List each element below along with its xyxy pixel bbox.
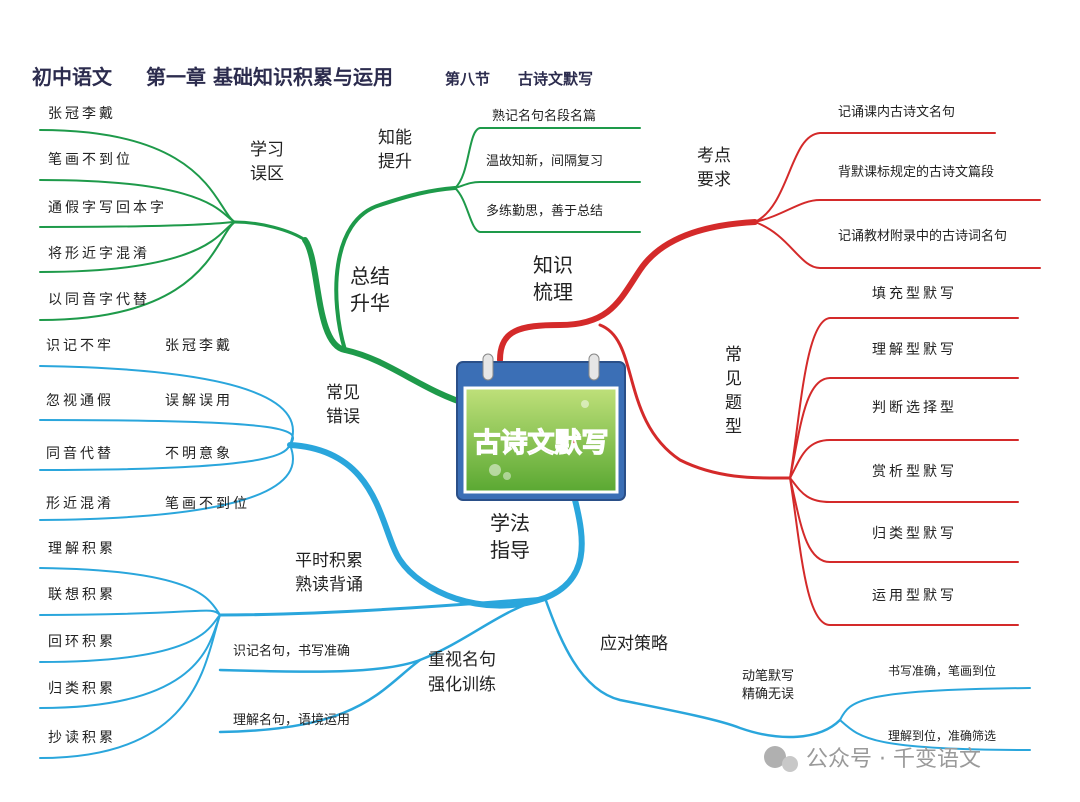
blue-trunk: [287, 442, 585, 609]
accumulate-item: 归类积累: [48, 680, 116, 697]
red-sub1-label-l2: 要求: [697, 170, 731, 190]
red-sub2-item: 理解型默写: [872, 342, 957, 358]
blue-branch-label-l1: 学法: [490, 511, 530, 535]
accumulate-item: 联想积累: [48, 587, 116, 603]
green-branch: [39, 127, 641, 408]
green-sub2-label-l1: 知能: [378, 128, 412, 148]
header-section: 第八节: [445, 70, 490, 88]
training-label-l1: 重视名句: [428, 650, 496, 670]
errors-item-b: 张冠李戴: [165, 338, 233, 354]
red-sub2-item: 填充型默写: [872, 286, 957, 302]
header-chapter: 第一章 基础知识积累与运用: [146, 65, 393, 89]
training-item: 理解名句，语境运用: [233, 712, 350, 728]
green-sub2-label-l2: 提升: [378, 152, 412, 172]
center-title: 古诗文默写: [474, 427, 609, 459]
central-topic-calendar: 古诗文默写: [455, 352, 627, 502]
wechat-icon: [764, 746, 786, 768]
red-sub2-label-4: 型: [725, 417, 742, 437]
strategy-sub-l2: 精确无误: [742, 687, 794, 702]
green-branch-label-l1: 总结: [350, 264, 390, 288]
strategy-item: 书写准确，笔画到位: [888, 663, 996, 678]
red-sub2-label-2: 见: [725, 369, 742, 389]
red-sub2-item: 运用型默写: [872, 588, 957, 604]
header-subject: 初中语文: [32, 65, 113, 89]
ring-left: [482, 353, 494, 381]
green-sub1-item: 笔画不到位: [48, 152, 133, 168]
green-sub1-label-l2: 误区: [250, 164, 284, 184]
red-trunk-lower: [598, 323, 792, 480]
green-sub1-item: 将形近字混淆: [48, 246, 150, 262]
training-item: 识记名句，书写准确: [233, 643, 350, 659]
strategy-item: 理解到位，准确筛选: [888, 728, 996, 743]
errors-item-b: 笔画不到位: [165, 496, 250, 512]
training-label-l2: 强化训练: [428, 675, 496, 695]
accumulate-item: 抄读积累: [48, 729, 116, 746]
red-sub1-label-l1: 考点: [697, 146, 731, 166]
blue-branch-label-l2: 指导: [490, 538, 530, 562]
header: 初中语文 第一章 基础知识积累与运用 第八节 古诗文默写: [32, 65, 593, 89]
red-sub2-label-3: 题: [725, 393, 742, 413]
errors-item-a: 忽视通假: [46, 393, 114, 409]
strategy-label: 应对策略: [600, 634, 668, 654]
red-branch-label-l2: 梳理: [533, 280, 573, 304]
ring-right: [588, 353, 600, 381]
errors-label-l2: 错误: [326, 407, 360, 427]
errors-item-a: 同音代替: [46, 445, 114, 462]
green-sub2-item: 多练勤思，善于总结: [486, 203, 603, 219]
green-branch-label-l2: 升华: [350, 291, 390, 315]
green-sub2-item: 熟记名句名段名篇: [492, 108, 596, 124]
accumulate-label-l1: 平时积累: [295, 551, 363, 571]
errors-item-a: 形近混淆: [46, 496, 114, 512]
accumulate-item: 回环积累: [48, 634, 116, 650]
green-sub1-item: 通假字写回本字: [48, 200, 167, 216]
red-branch-label-l1: 知识: [533, 253, 573, 277]
errors-item-a: 识记不牢: [46, 338, 114, 354]
errors-item-b: 误解误用: [165, 393, 233, 409]
watermark: 公众号 · 千变语文: [764, 746, 981, 772]
blue-branch: [39, 365, 1031, 759]
accumulate-label-l2: 熟读背诵: [295, 574, 363, 595]
red-sub1-item: 记诵课内古诗文名句: [838, 104, 955, 120]
red-sub2-item: 判断选择型: [872, 400, 957, 416]
blue-labels: 学法 指导 常见 错误 识记不牢 张冠李戴 忽视通假 误解误用 同音代替 不明意…: [46, 338, 996, 746]
green-labels: 总结 升华 学习 误区 张冠李戴 笔画不到位 通假字写回本字 将形近字混淆 以同…: [48, 106, 603, 315]
errors-label-l1: 常见: [326, 383, 360, 403]
green-sub1-item: 以同音字代替: [48, 291, 150, 308]
green-sub1-link: [233, 220, 307, 242]
red-branch: [497, 132, 1041, 626]
green-sub2-item: 温故知新，间隔复习: [486, 153, 603, 169]
green-sub1-label-l1: 学习: [250, 140, 284, 160]
red-sub1-item: 记诵教材附录中的古诗词名句: [838, 228, 1007, 244]
red-trunk: [497, 219, 758, 363]
accumulate-item: 理解积累: [48, 541, 116, 557]
green-trunk-upper: [334, 186, 457, 352]
watermark-text: 公众号 · 千变语文: [806, 747, 981, 772]
green-sub1-item: 张冠李戴: [48, 106, 116, 122]
red-sub2-label-1: 常: [725, 345, 742, 365]
red-sub1-item: 背默课标规定的古诗文篇段: [838, 164, 994, 180]
red-labels: 知识 梳理 考点 要求 记诵课内古诗文名句 背默课标规定的古诗文篇段 记诵教材附…: [533, 104, 1007, 604]
header-topic: 古诗文默写: [518, 70, 593, 88]
errors-item-b: 不明意象: [165, 445, 233, 462]
red-sub2-item: 赏析型默写: [872, 464, 957, 480]
red-sub2-item: 归类型默写: [872, 525, 957, 542]
strategy-sub-l1: 动笔默写: [742, 668, 794, 684]
